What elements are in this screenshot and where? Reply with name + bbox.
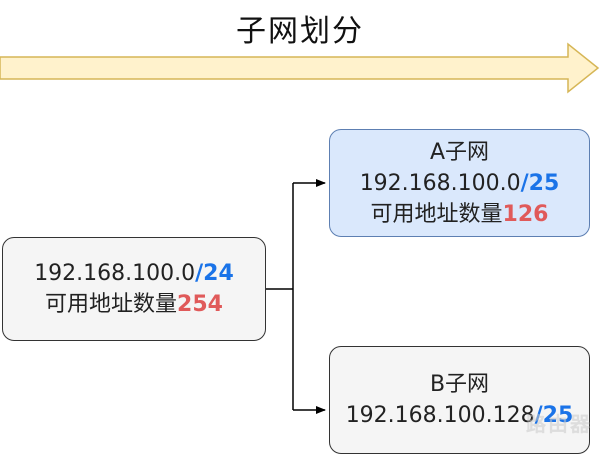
main-ip: 192.168.100.0 [34, 261, 196, 286]
diagram-title: 子网划分 [236, 14, 364, 49]
subnet-b-mask: /25 [534, 403, 574, 428]
subnet-b-box: B子网 192.168.100.128/25 [329, 346, 590, 454]
subnet-a-box: A子网 192.168.100.0/25 可用地址数量126 [329, 129, 590, 237]
main-network-box: 192.168.100.0/24 可用地址数量254 [2, 237, 266, 341]
subnet-a-count-line: 可用地址数量126 [371, 199, 549, 230]
subnet-b-ip: 192.168.100.128 [345, 403, 535, 428]
watermark: 路由器 [526, 412, 592, 436]
progress-arrow [0, 42, 600, 94]
subnet-b-ip-line: 192.168.100.128/25 [346, 400, 574, 431]
subnet-b-name: B子网 [429, 372, 490, 397]
subnet-a-count: 126 [502, 201, 549, 227]
subnet-a-mask: /25 [520, 170, 560, 196]
subnet-a-ip: 192.168.100.0 [359, 170, 521, 196]
subnet-a-name: A子网 [429, 139, 490, 165]
subnet-a-ip-line: 192.168.100.0/25 [360, 168, 560, 199]
main-mask: /24 [195, 261, 234, 286]
main-count-label: 可用地址数量 [45, 292, 178, 317]
main-count: 254 [177, 292, 223, 317]
subnet-a-count-label: 可用地址数量 [370, 201, 503, 227]
main-count-line: 可用地址数量254 [45, 289, 223, 320]
main-ip-line: 192.168.100.0/24 [34, 258, 234, 289]
